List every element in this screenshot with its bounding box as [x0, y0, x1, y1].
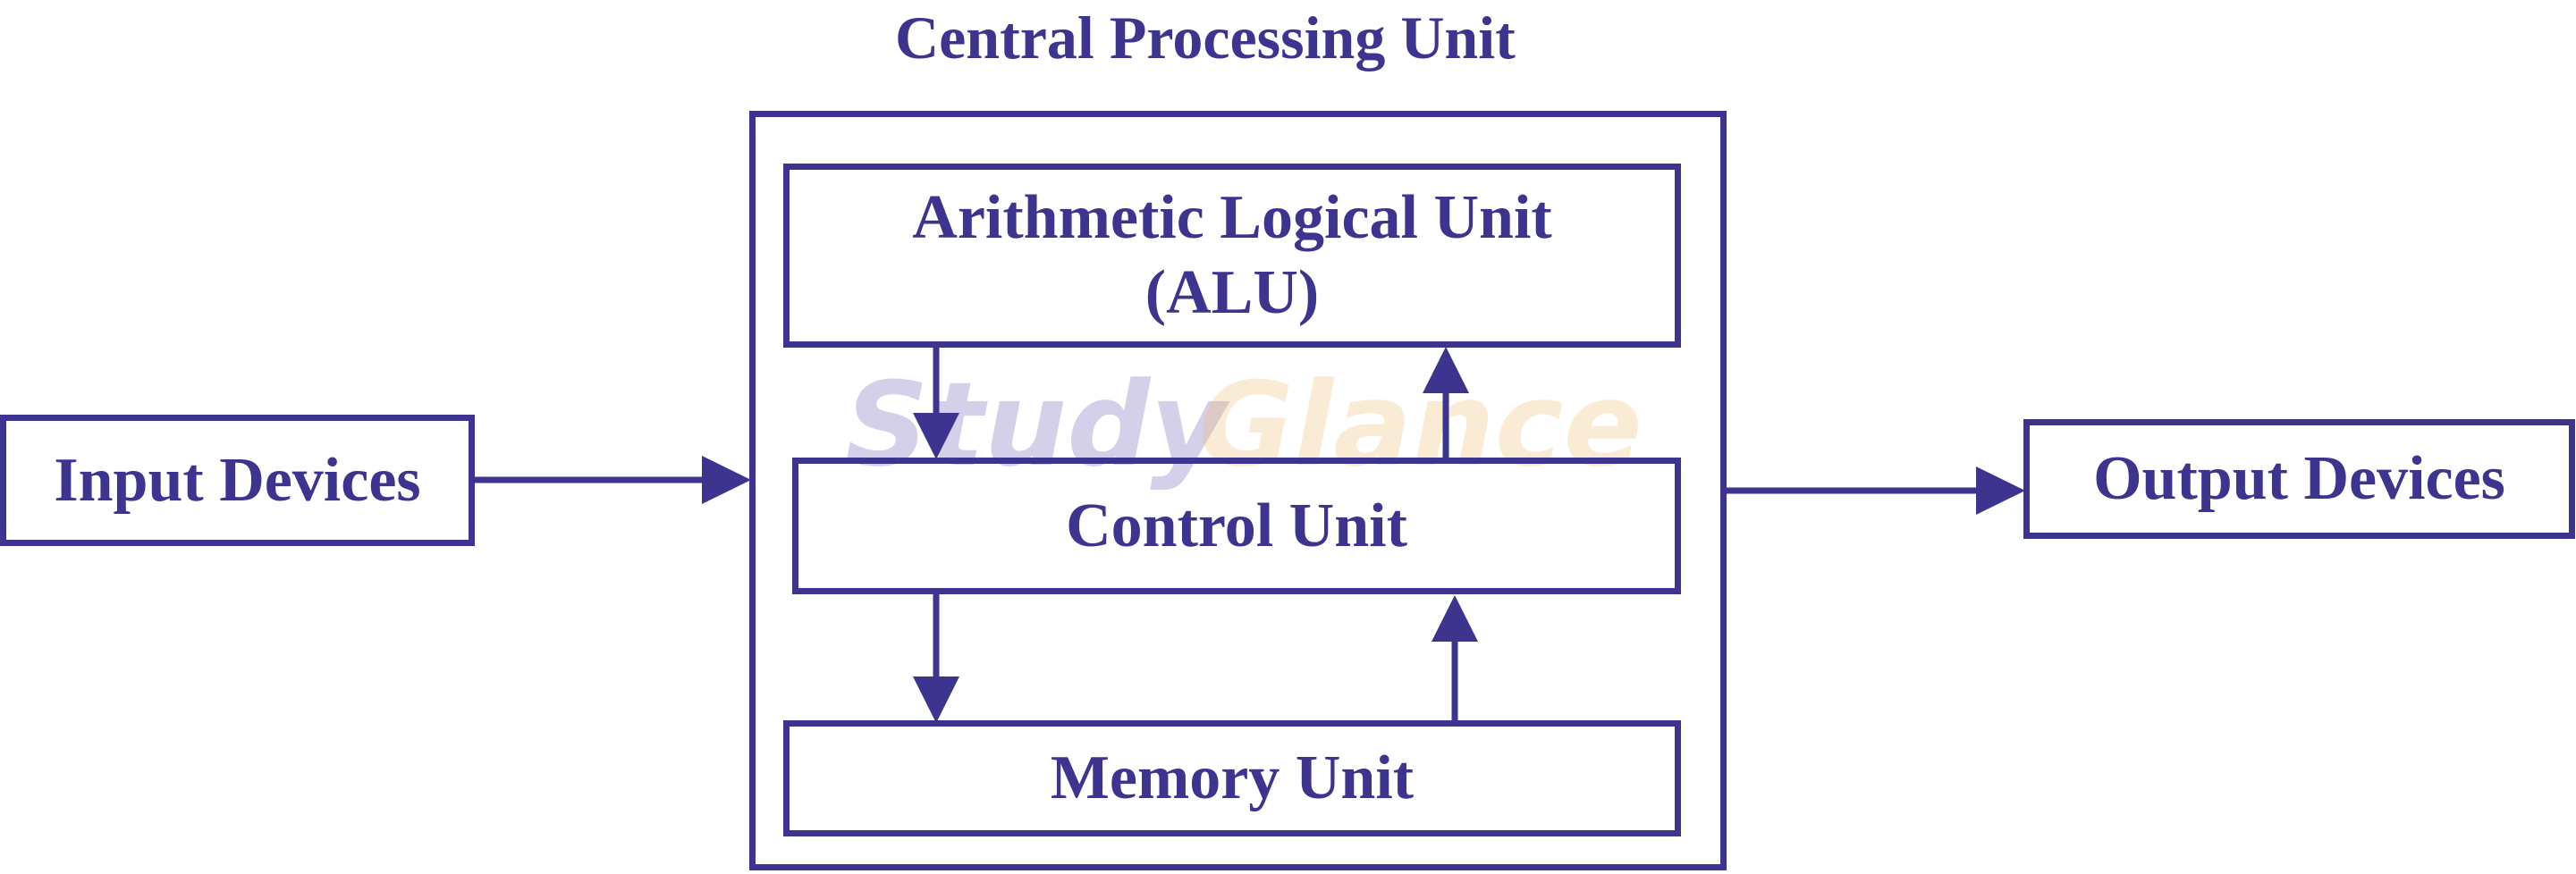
output-devices-box: Output Devices — [2023, 419, 2575, 539]
alu-label-line1: Arithmetic Logical Unit — [912, 183, 1552, 252]
cpu-box — [749, 111, 1727, 870]
arrow-input-to-cpu — [472, 456, 751, 504]
alu-label-line2: (ALU) — [1144, 258, 1320, 327]
output-devices-label: Output Devices — [2093, 444, 2505, 513]
arrow-alu-to-control — [913, 345, 959, 459]
cpu-title: Central Processing Unit — [895, 4, 1516, 71]
arrow-cpu-to-output — [1724, 466, 2025, 515]
alu-box: Arithmetic Logical Unit (ALU) — [783, 164, 1681, 348]
input-devices-label: Input Devices — [54, 445, 421, 515]
arrow-memory-to-control — [1432, 595, 1478, 723]
control-unit-label: Control Unit — [1066, 491, 1407, 560]
memory-unit-box: Memory Unit — [783, 720, 1681, 836]
arrow-control-to-memory — [913, 592, 959, 723]
control-unit-box: Control Unit — [792, 458, 1681, 594]
arrow-control-to-alu — [1423, 347, 1469, 459]
memory-unit-label: Memory Unit — [1050, 744, 1415, 812]
input-devices-box: Input Devices — [0, 415, 475, 546]
